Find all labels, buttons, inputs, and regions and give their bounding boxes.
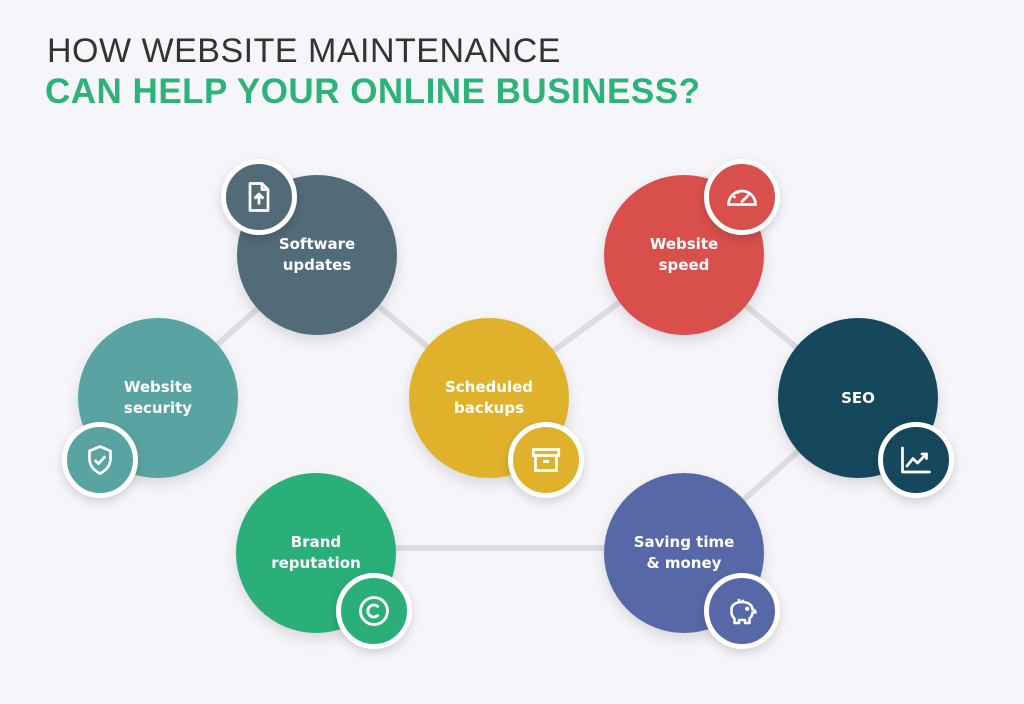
title-line-2: CAN HELP YOUR ONLINE BUSINESS? <box>45 72 701 111</box>
shield-check-icon <box>62 422 138 498</box>
node-label: Website security <box>123 378 193 417</box>
node-label: Saving time & money <box>633 533 735 572</box>
node-label: Brand reputation <box>271 533 361 572</box>
node-website-security: Website security <box>78 318 238 478</box>
file-upload-icon <box>221 159 297 235</box>
node-label: Software updates <box>278 235 356 274</box>
speedometer-icon <box>704 159 780 235</box>
trending-chart-icon <box>878 422 954 498</box>
copyright-icon <box>336 573 412 649</box>
archive-box-icon <box>508 422 584 498</box>
node-label: Website speed <box>649 235 719 274</box>
title-line-1: HOW WEBSITE MAINTENANCE <box>47 32 561 70</box>
node-label: Scheduled backups <box>444 378 533 417</box>
node-label: SEO <box>841 388 875 407</box>
piggy-bank-icon <box>704 573 780 649</box>
